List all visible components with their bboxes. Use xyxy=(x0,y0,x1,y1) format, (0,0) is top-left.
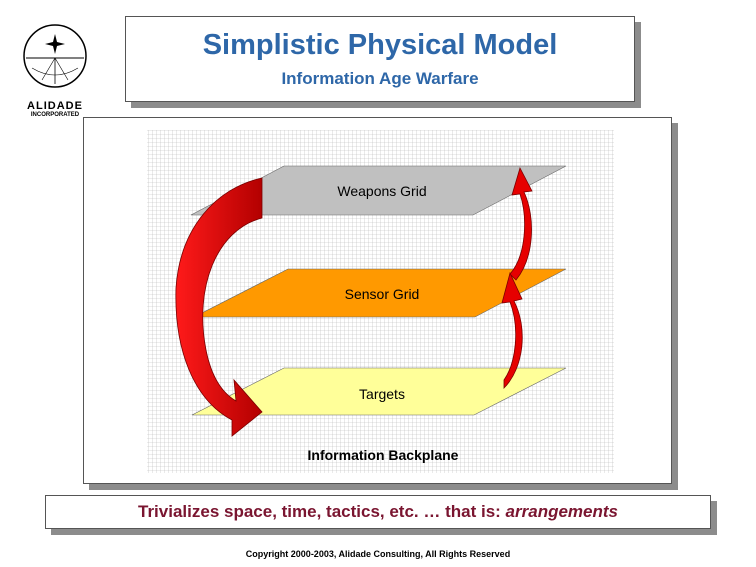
page-title: Simplistic Physical Model xyxy=(202,29,558,61)
summary-text: Trivializes space, time, tactics, etc. …… xyxy=(46,502,710,522)
copyright-notice: Copyright 2000-2003, Alidade Consulting,… xyxy=(245,549,511,559)
logo-name: ALIDADE xyxy=(27,100,83,112)
page-subtitle: Information Age Warfare xyxy=(281,69,479,88)
alidade-logo: ALIDADE INCORPORATED xyxy=(20,18,90,118)
physical-model-diagram: Weapons Grid Sensor Grid Targets Informa… xyxy=(147,130,614,473)
targets-to-sensor-arrow xyxy=(501,271,523,389)
targets-label: Targets xyxy=(359,386,405,402)
weapons-grid-label: Weapons Grid xyxy=(337,183,426,199)
logo-subtitle: INCORPORATED xyxy=(30,112,80,118)
summary-banner: Trivializes space, time, tactics, etc. …… xyxy=(45,495,711,529)
diagram-panel: Weapons Grid Sensor Grid Targets Informa… xyxy=(83,117,672,484)
backplane-label: Information Backplane xyxy=(308,447,459,463)
sensor-grid-label: Sensor Grid xyxy=(345,286,420,302)
weapons-to-targets-arrow xyxy=(175,177,263,437)
compass-icon xyxy=(23,24,87,88)
title-box: Simplistic Physical Model Information Ag… xyxy=(125,16,635,102)
summary-emphasis: arrangements xyxy=(505,502,618,521)
summary-text-main: Trivializes space, time, tactics, etc. …… xyxy=(138,502,506,521)
sensor-grid-layer xyxy=(193,268,567,318)
sensor-to-weapons-arrow xyxy=(509,166,533,281)
